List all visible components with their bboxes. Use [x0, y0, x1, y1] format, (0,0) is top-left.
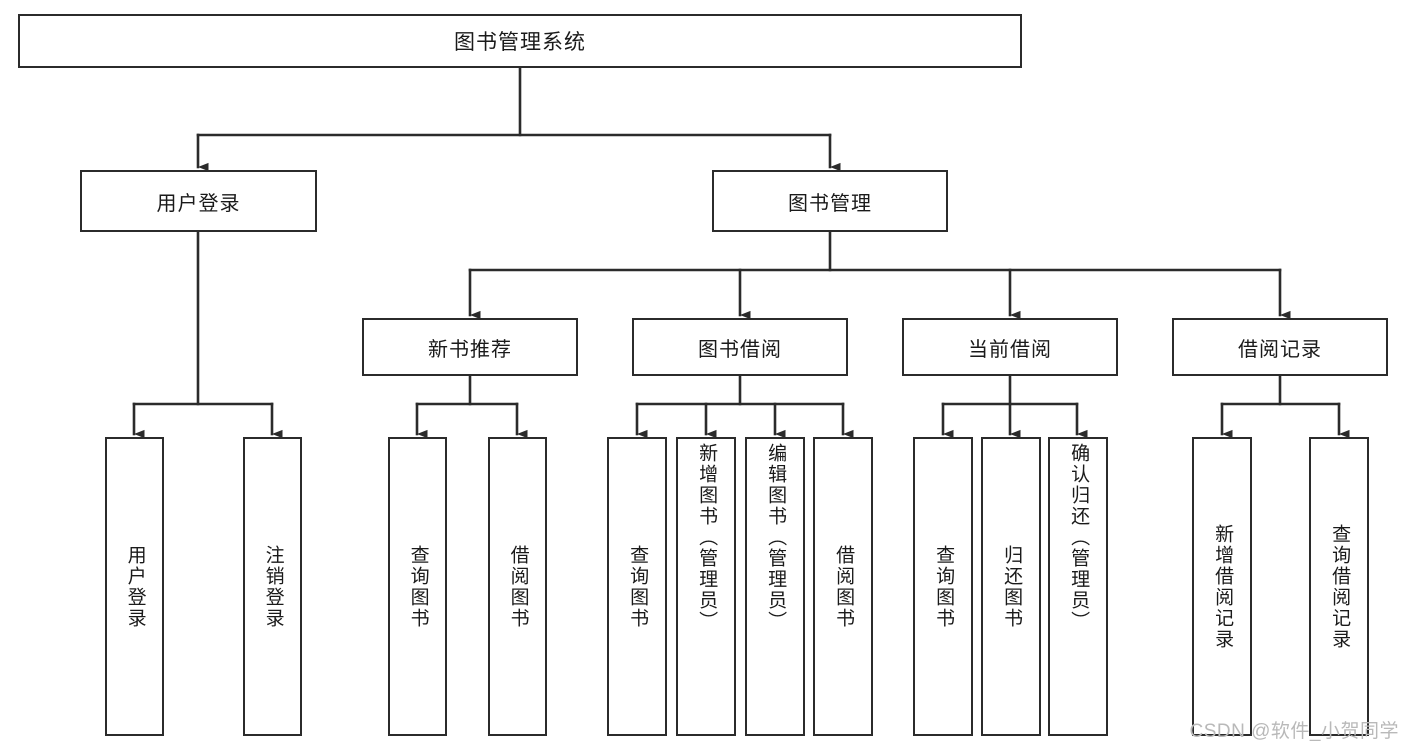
node-leaf-query-borrow-record[interactable]: 查询借阅记录 [1309, 437, 1369, 736]
node-book-management[interactable]: 图书管理 [712, 170, 948, 232]
node-user-login[interactable]: 用户登录 [80, 170, 317, 232]
node-leaf-return-book-label: 归还图书 [1001, 544, 1023, 629]
node-leaf-query-book-1[interactable]: 查询图书 [388, 437, 447, 736]
node-leaf-query-book-1-label: 查询图书 [407, 544, 429, 629]
node-borrow-record-label: 借阅记录 [1238, 338, 1322, 361]
node-leaf-user-login-label: 用户登录 [124, 544, 146, 629]
node-leaf-add-borrow-record-label: 新增借阅记录 [1212, 523, 1234, 650]
node-leaf-query-book-3[interactable]: 查询图书 [913, 437, 973, 736]
node-current-borrow[interactable]: 当前借阅 [902, 318, 1118, 376]
node-book-management-label: 图书管理 [788, 192, 872, 215]
node-leaf-query-book-2[interactable]: 查询图书 [607, 437, 667, 736]
node-leaf-borrow-book-2[interactable]: 借阅图书 [813, 437, 873, 736]
node-leaf-add-book-label: 新增图书（管理员） [696, 443, 718, 632]
watermark: CSDN @软件_小贺同学 [1189, 721, 1399, 742]
node-new-book-recommend[interactable]: 新书推荐 [362, 318, 578, 376]
node-leaf-confirm-return[interactable]: 确认归还（管理员） [1048, 437, 1108, 736]
node-leaf-user-login[interactable]: 用户登录 [105, 437, 164, 736]
node-leaf-add-book[interactable]: 新增图书（管理员） [676, 437, 736, 736]
node-book-borrow-label: 图书借阅 [698, 338, 782, 361]
node-leaf-logout-login-label: 注销登录 [262, 544, 284, 629]
node-leaf-query-book-3-label: 查询图书 [933, 544, 955, 629]
node-book-borrow[interactable]: 图书借阅 [632, 318, 848, 376]
node-current-borrow-label: 当前借阅 [968, 338, 1052, 361]
node-leaf-return-book[interactable]: 归还图书 [981, 437, 1041, 736]
node-new-book-recommend-label: 新书推荐 [428, 338, 512, 361]
node-leaf-edit-book-label: 编辑图书（管理员） [765, 443, 787, 632]
node-leaf-query-borrow-record-label: 查询借阅记录 [1329, 523, 1351, 650]
node-root-label: 图书管理系统 [454, 31, 586, 54]
node-leaf-borrow-book-1[interactable]: 借阅图书 [488, 437, 547, 736]
node-leaf-confirm-return-label: 确认归还（管理员） [1068, 443, 1090, 632]
node-user-login-label: 用户登录 [156, 192, 241, 215]
node-leaf-borrow-book-2-label: 借阅图书 [833, 544, 855, 629]
node-leaf-edit-book[interactable]: 编辑图书（管理员） [745, 437, 805, 736]
node-leaf-add-borrow-record[interactable]: 新增借阅记录 [1192, 437, 1252, 736]
node-leaf-query-book-2-label: 查询图书 [627, 544, 649, 629]
node-leaf-borrow-book-1-label: 借阅图书 [507, 544, 529, 629]
node-root[interactable]: 图书管理系统 [18, 14, 1022, 68]
node-leaf-logout-login[interactable]: 注销登录 [243, 437, 302, 736]
node-borrow-record[interactable]: 借阅记录 [1172, 318, 1388, 376]
